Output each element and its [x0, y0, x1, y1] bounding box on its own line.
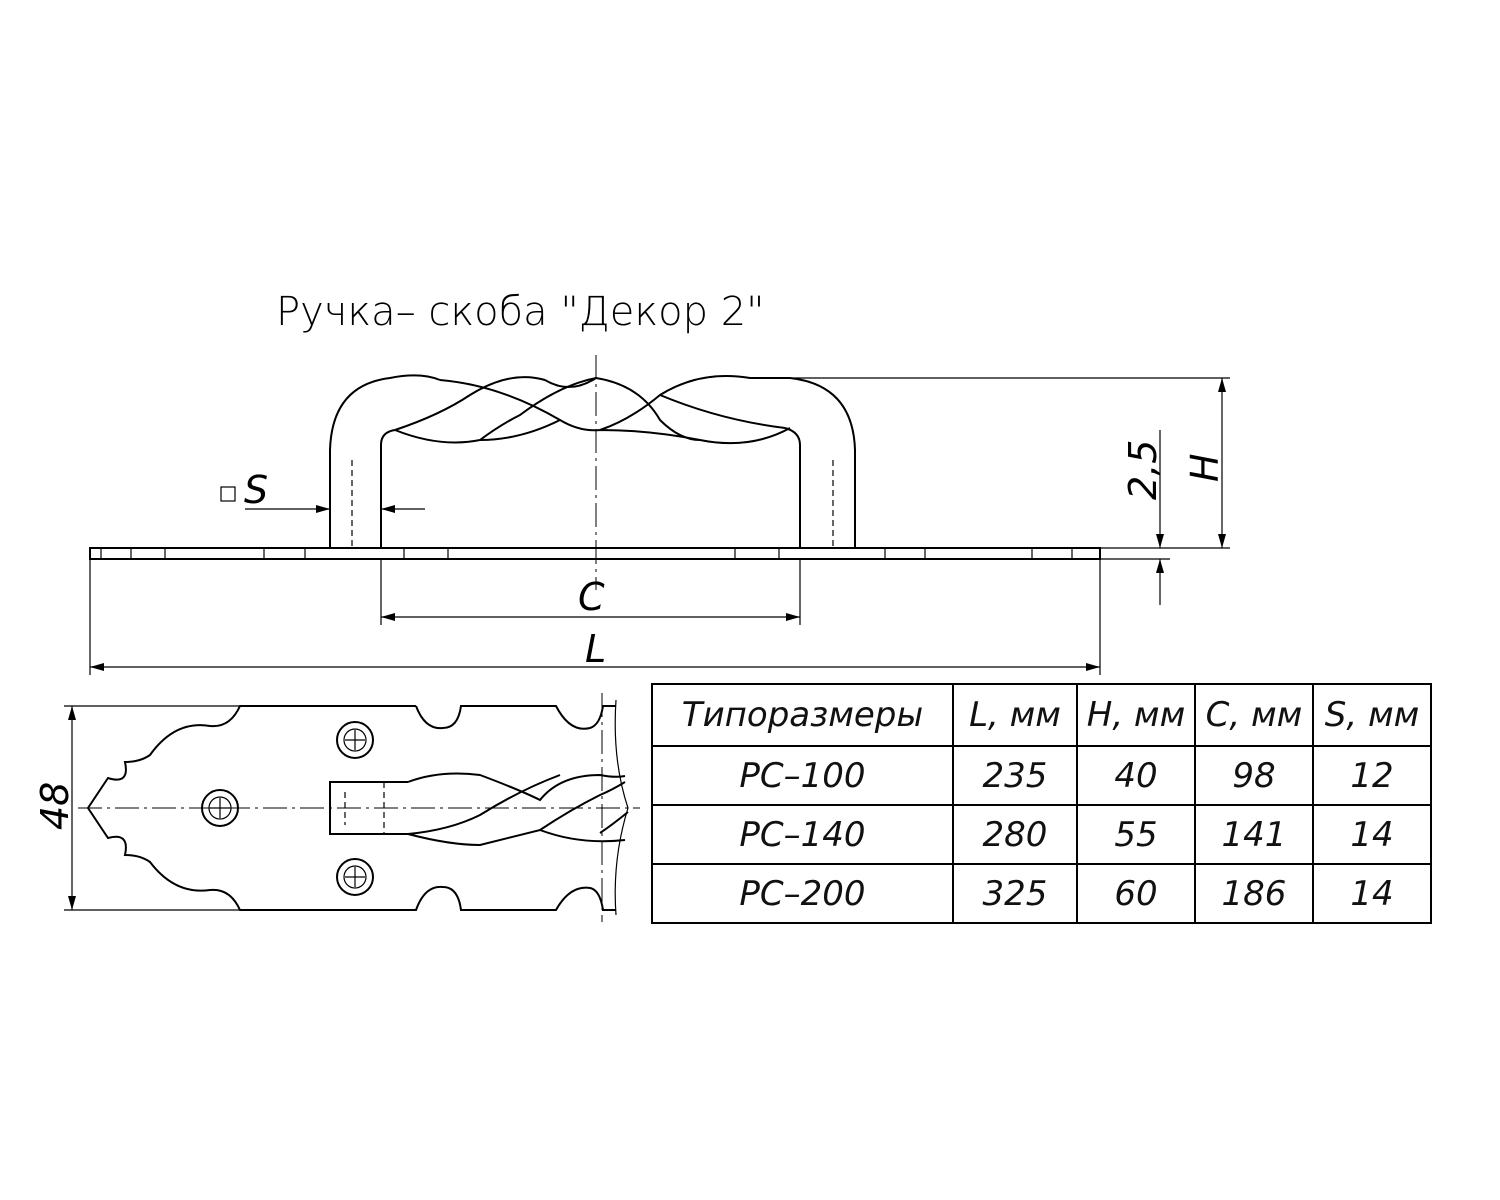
header-s: S, мм	[1312, 683, 1432, 747]
cell-h: 55	[1076, 804, 1196, 865]
cell-s: 14	[1312, 863, 1432, 924]
dim-width-label: 48	[33, 782, 77, 830]
cell-l: 235	[952, 745, 1078, 806]
header-l: L, мм	[952, 683, 1078, 747]
dim-l-label: L	[585, 627, 606, 671]
handle-outer	[329, 374, 856, 548]
cell-c: 141	[1194, 804, 1314, 865]
cell-h: 60	[1076, 863, 1196, 924]
table-row: РС–200 325 60 186 14	[651, 863, 1432, 924]
cell-l: 325	[952, 863, 1078, 924]
twisted-bar	[394, 375, 791, 445]
plate-segments	[100, 548, 1073, 559]
cell-s: 12	[1312, 745, 1432, 806]
cell-s: 14	[1312, 804, 1432, 865]
cell-type: РС–100	[651, 745, 954, 806]
table-row: РС–100 235 40 98 12	[651, 745, 1432, 806]
cell-c: 186	[1194, 863, 1314, 924]
dim-s-label: S	[244, 468, 268, 512]
table-header-row: Типоразмеры L, мм H, мм C, мм S, мм	[651, 683, 1432, 747]
cell-c: 98	[1194, 745, 1314, 806]
header-h: H, мм	[1076, 683, 1196, 747]
drawing-title: Ручка– скоба "Декор 2"	[276, 289, 765, 335]
table-row: РС–140 280 55 141 14	[651, 804, 1432, 865]
cell-type: РС–140	[651, 804, 954, 865]
bar-end	[329, 781, 408, 835]
front-view: S H 2,5 C L	[89, 355, 1230, 675]
cell-l: 280	[952, 804, 1078, 865]
screw-hole-top	[336, 721, 374, 759]
dim-c-label: C	[578, 575, 605, 619]
base-plate	[89, 547, 1101, 560]
twisted-bar-top	[407, 772, 629, 847]
top-view: 48	[33, 693, 640, 922]
screw-hole-bottom	[336, 858, 374, 896]
screw-hole-center	[201, 789, 239, 827]
cell-type: РС–200	[651, 863, 954, 924]
header-type: Типоразмеры	[651, 683, 954, 747]
cell-h: 40	[1076, 745, 1196, 806]
dim-h-label: H	[1183, 453, 1227, 482]
dim-thickness-label: 2,5	[1121, 440, 1165, 500]
header-c: C, мм	[1194, 683, 1314, 747]
plate-outline	[86, 705, 616, 911]
handle-inner	[380, 427, 801, 548]
size-table: Типоразмеры L, мм H, мм C, мм S, мм РС–1…	[651, 683, 1432, 924]
